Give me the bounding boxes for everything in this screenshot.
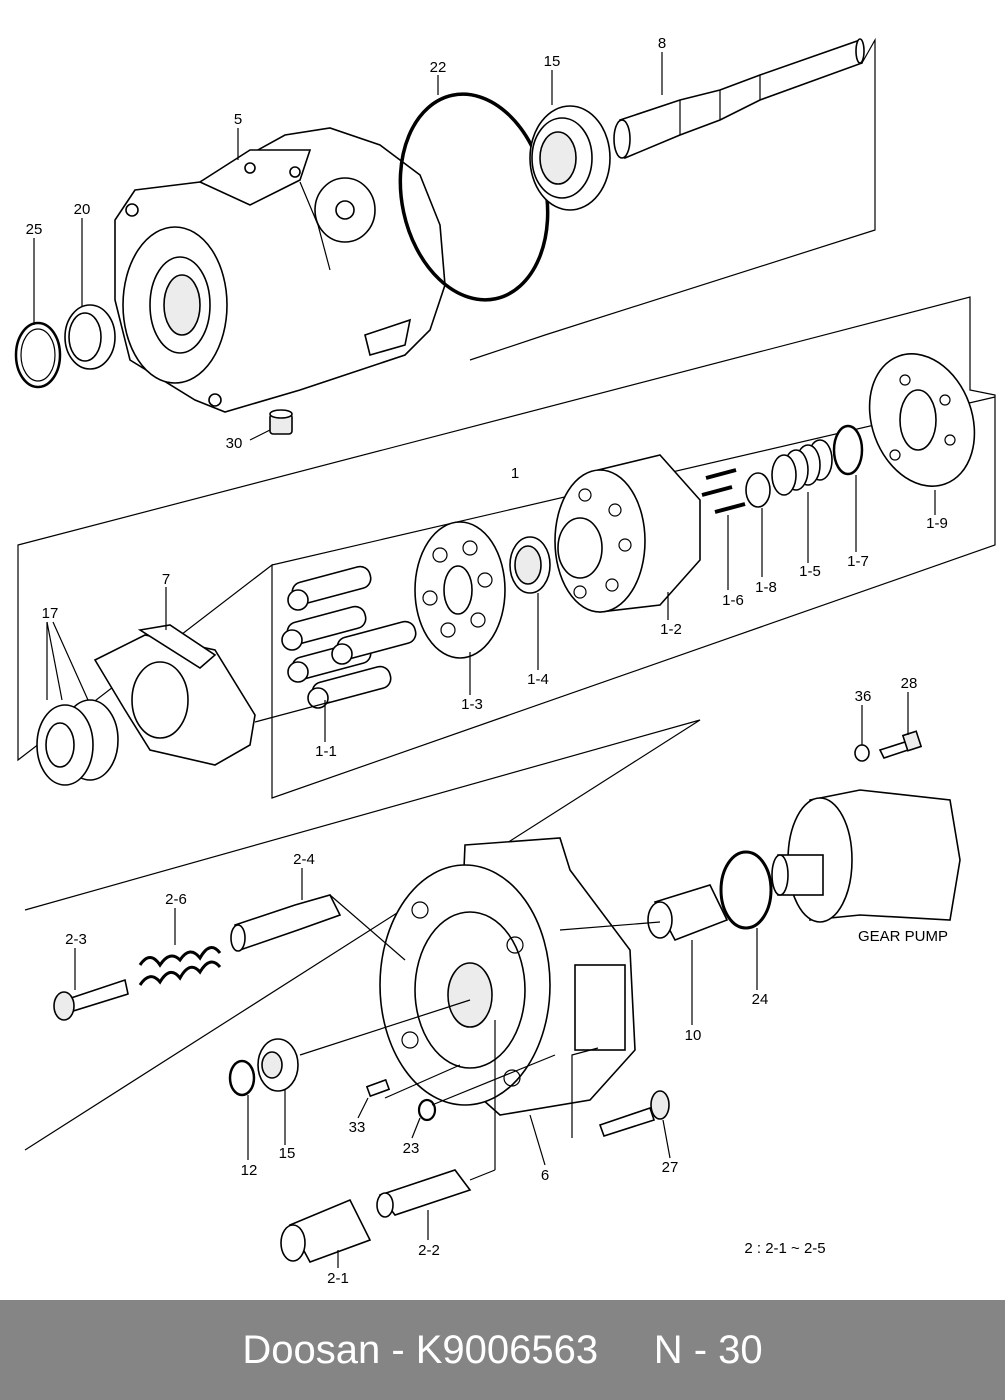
callout-30: 30: [226, 435, 243, 452]
o-ring-part-23: [417, 1098, 437, 1122]
callout-10: 10: [685, 1027, 702, 1044]
leader-lines: [33, 52, 936, 1268]
callout-28: 28: [901, 675, 918, 692]
callout-36: 36: [855, 688, 872, 705]
gear-pump-label: GEAR PUMP: [858, 928, 948, 945]
group-note: 2 : 2-1 ~ 2-5: [744, 1240, 825, 1257]
callout-20: 20: [74, 201, 91, 218]
spherical-bushing-part-1-4: [509, 536, 551, 594]
callout-33: 33: [349, 1119, 366, 1136]
snap-ring-part-25: [14, 321, 62, 389]
callout-1-7: 1-7: [847, 553, 869, 570]
callout-23: 23: [403, 1140, 420, 1157]
valve-block-part-6: [379, 837, 636, 1116]
footer-part-number: K9006563: [415, 1327, 599, 1372]
callout-1-6: 1-6: [722, 592, 744, 609]
callout-1-5: 1-5: [799, 563, 821, 580]
footer-page: N - 30: [653, 1327, 763, 1372]
callout-1: 1: [511, 465, 519, 482]
callout-2-6: 2-6: [165, 891, 187, 908]
plug-part-2-3: [53, 978, 129, 1021]
footer-gap: [598, 1328, 654, 1373]
callout-1-3: 1-3: [461, 696, 483, 713]
callout-2-2: 2-2: [418, 1242, 440, 1259]
pump-housing-part-5: [114, 127, 446, 413]
bolt-part-28: [878, 730, 923, 759]
callout-2-4: 2-4: [293, 851, 315, 868]
callout-24: 24: [752, 991, 769, 1008]
pins-part-1-6: [701, 468, 746, 514]
gear-pump-assembly: [771, 789, 961, 923]
callout-17: 17: [42, 605, 59, 622]
retainer-plate-part-1-3: [414, 521, 506, 659]
seat-part-1-8: [745, 472, 771, 508]
sleeve-part-2-2: [376, 1169, 472, 1218]
callout-22: 22: [430, 59, 447, 76]
callout-1-2: 1-2: [660, 621, 682, 638]
bearing-part-15-lower: [257, 1038, 299, 1092]
callout-12: 12: [241, 1162, 258, 1179]
callout-15-upper: 15: [544, 53, 561, 70]
bolt-part-27: [598, 1090, 670, 1137]
cylinder-block-part-1-2: [554, 454, 701, 613]
o-ring-part-24: [719, 850, 773, 930]
piston-shoe-part-1-1: [281, 565, 417, 709]
footer-banner: Doosan - K9006563 N - 30: [0, 1300, 1005, 1400]
washer-part-36: [854, 744, 870, 762]
callout-15-lower: 15: [279, 1145, 296, 1162]
callout-1-4: 1-4: [527, 671, 549, 688]
callout-7: 7: [162, 571, 170, 588]
bearing-part-15: [529, 105, 611, 211]
shims-part-17: [36, 699, 119, 786]
drain-plug-part-30: [269, 409, 293, 435]
spring-part-1-5: [771, 439, 833, 496]
callout-1-9: 1-9: [926, 515, 948, 532]
callout-2-3: 2-3: [65, 931, 87, 948]
spring-part-2-6: [138, 946, 222, 986]
callout-6: 6: [541, 1167, 549, 1184]
footer-separator: -: [380, 1327, 416, 1372]
piston-part-2-1: [280, 1198, 372, 1263]
exploded-parts-diagram: 5 22 15 8 25 20 30 1 1-9 1-7 1-5 1-8 1-6…: [14, 35, 996, 1287]
callout-2-1: 2-1: [327, 1270, 349, 1287]
group-frame-valveplate: [24, 719, 701, 1151]
sleeve-part-10: [647, 884, 729, 942]
pin-part-33: [365, 1078, 391, 1098]
drive-shaft-part-8: [613, 38, 865, 160]
snap-ring-part-1-7: [832, 424, 864, 476]
callout-1-8: 1-8: [755, 579, 777, 596]
snap-ring-part-12: [228, 1059, 256, 1097]
footer-brand: Doosan: [242, 1327, 381, 1372]
group-frame-upper: [469, 37, 876, 361]
callout-25: 25: [26, 221, 43, 238]
callout-27: 27: [662, 1159, 679, 1176]
valve-sleeve-part-2-4: [230, 894, 342, 952]
callout-5: 5: [234, 111, 242, 128]
valve-plate-part-1-9: [868, 353, 976, 487]
callout-labels: 5 22 15 8 25 20 30 1 1-9 1-7 1-5 1-8 1-6…: [26, 35, 948, 1287]
oil-seal-part-20: [64, 304, 116, 370]
callout-8: 8: [658, 35, 666, 52]
group-frame-rotary: [17, 296, 996, 799]
callout-1-1: 1-1: [315, 743, 337, 760]
shoe-plate-part-7: [93, 624, 256, 766]
